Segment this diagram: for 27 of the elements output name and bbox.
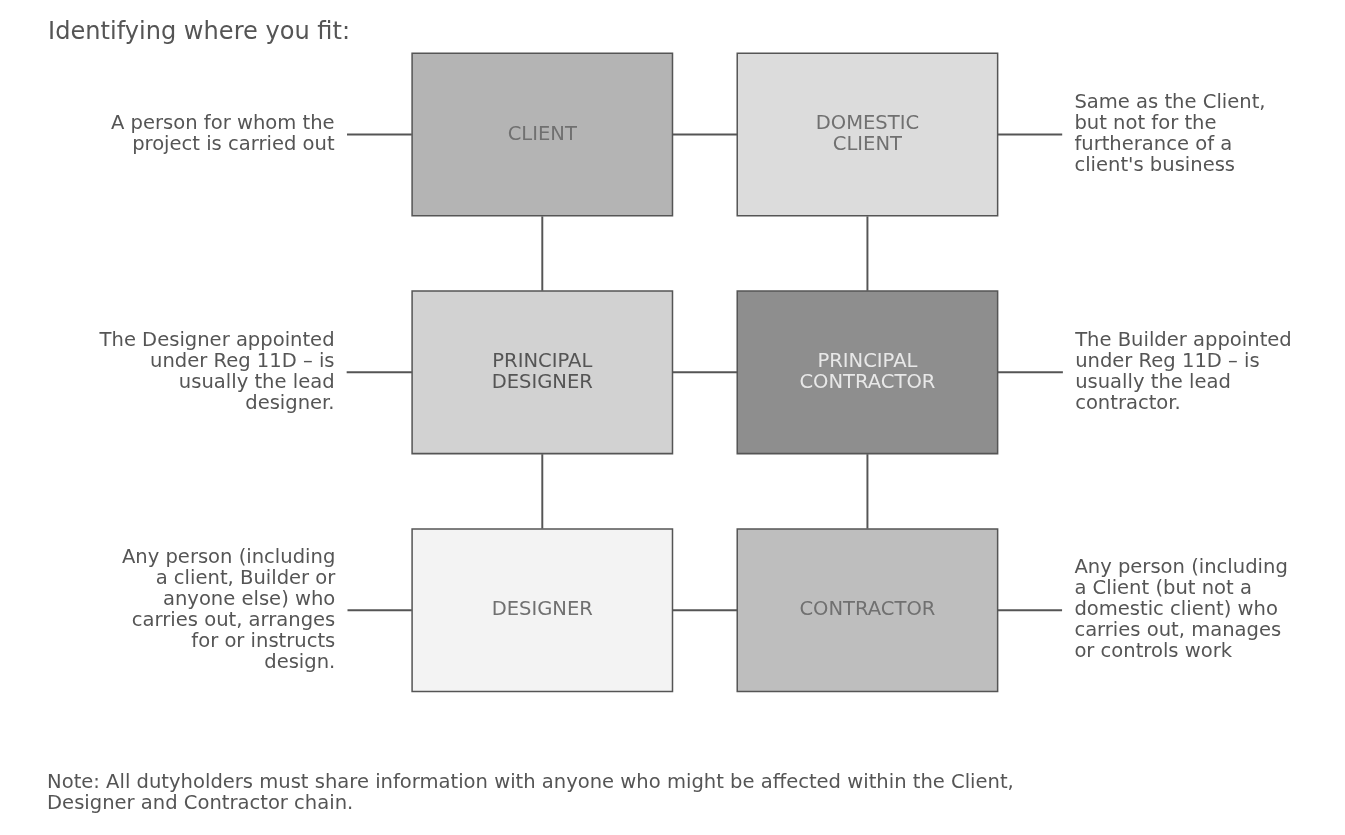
node-box: PRINCIPAL CONTRACTOR [736,290,999,455]
connector [671,371,738,374]
connector [671,133,738,136]
caption: Note: All dutyholders must share information with anyone who might be affected within the Client, Designer and Contractor chain. [47,770,1014,815]
node-box: DESIGNER [411,528,674,693]
node-text: Any person (including a client, Builder or anyone else) who carries out, arranges for or instructs design. [121,544,336,673]
node-text: Same as the Client, but not for the furtherance of a client's business [1074,90,1266,177]
connector [671,609,738,612]
node-box: DOMESTIC CLIENT [736,52,999,217]
connector [541,453,544,530]
connector [541,215,544,292]
connector [345,371,413,374]
connector [866,215,869,292]
node-box: PRINCIPAL DESIGNER [411,290,674,455]
node-text: The Designer appointed under Reg 11D – is usually the lead designer. [99,327,335,415]
connector [346,609,413,612]
connector [866,453,869,530]
node-text: The Builder appointed under Reg 11D – is usually the lead contractor. [1075,327,1292,415]
diagram-title: Identifying where you fit: [48,17,351,46]
connector [996,609,1064,612]
node-box: CLIENT [411,52,674,217]
node-text: A person for whom the project is carried out [111,111,335,156]
connector [996,371,1064,374]
node-text: Any person (including a Client (but not a domestic client) who carries out, manages or controls work [1074,555,1288,663]
connector [996,133,1064,136]
connector [346,133,413,136]
node-box: CONTRACTOR [736,528,999,693]
